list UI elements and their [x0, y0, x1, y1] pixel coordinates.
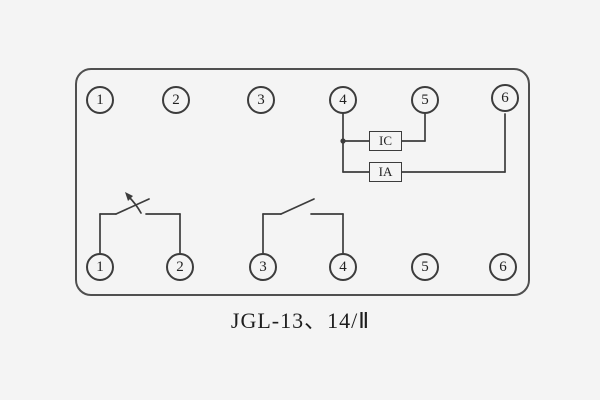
terminal-top-4: 4: [329, 86, 357, 114]
actuation-arrow-icon: [128, 196, 142, 214]
actuation-arrow-head-icon: [125, 192, 133, 201]
terminal-top-1: 1: [86, 86, 114, 114]
contact-blade: [280, 198, 315, 215]
model-caption: JGL-13、14/Ⅱ: [230, 308, 371, 333]
contact-1-2: [99, 192, 181, 254]
coil-circuit-wires: [340, 113, 506, 173]
component-box-ic: IC: [369, 131, 402, 151]
terminal-bottom-6: 6: [489, 253, 517, 281]
contact-3-4: [262, 198, 344, 254]
terminal-top-2: 2: [162, 86, 190, 114]
terminal-bottom-5: 5: [411, 253, 439, 281]
contact-blade: [115, 198, 150, 215]
terminal-bottom-2: 2: [166, 253, 194, 281]
terminal-bottom-1: 1: [86, 253, 114, 281]
terminal-top-6: 6: [491, 84, 519, 112]
component-label-ic: IC: [379, 133, 392, 148]
component-label-ia: IA: [378, 164, 393, 179]
terminal-bottom-3: 3: [249, 253, 277, 281]
terminal-top-3: 3: [247, 86, 275, 114]
junction-dot: [340, 138, 346, 144]
component-box-ia: IA: [369, 162, 402, 182]
relay-outline: [75, 68, 530, 296]
terminal-top-5: 5: [411, 86, 439, 114]
terminal-bottom-4: 4: [329, 253, 357, 281]
